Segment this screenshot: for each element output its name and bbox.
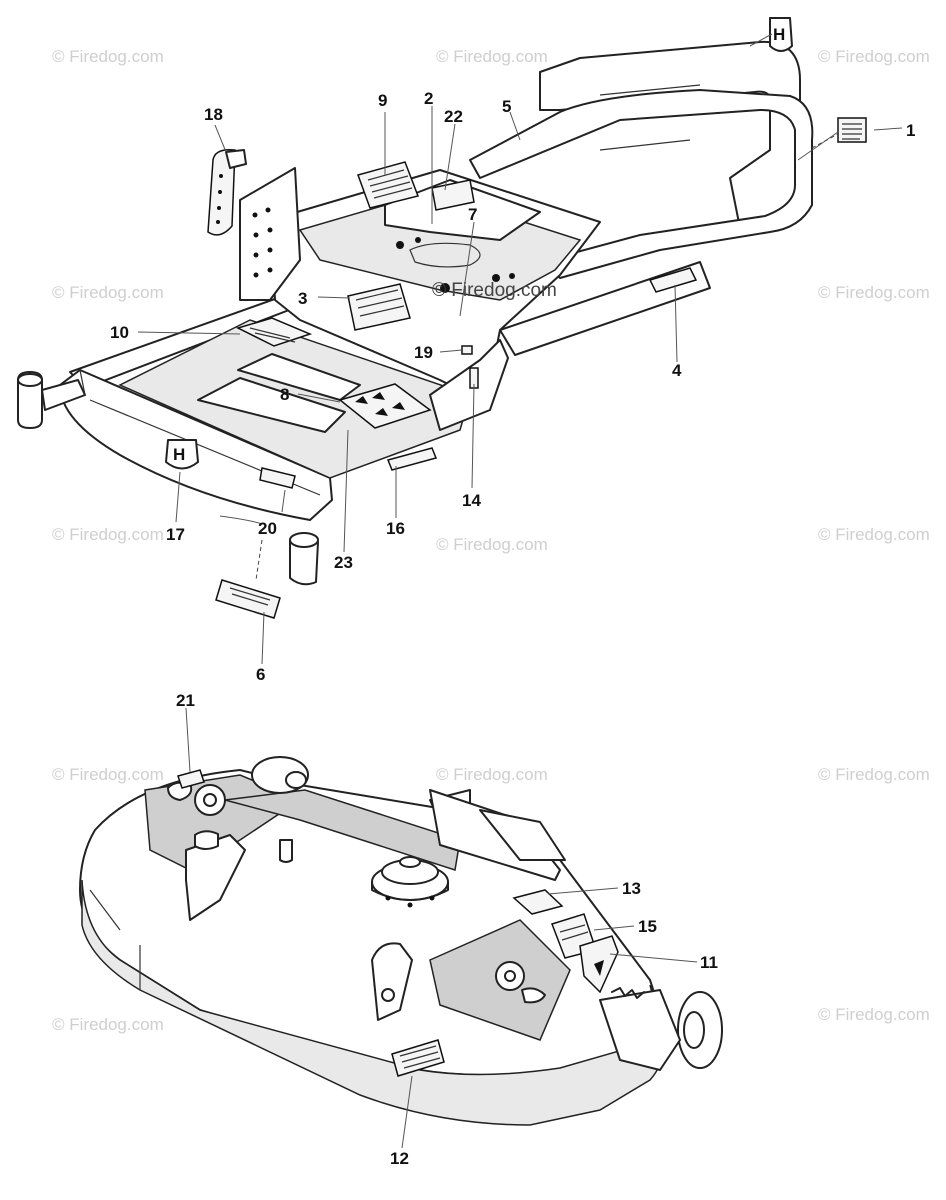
callout-8: 8 — [280, 385, 289, 404]
watermark: © Firedog.com — [818, 283, 930, 302]
callout-19: 19 — [414, 343, 433, 362]
watermark: © Firedog.com — [52, 1015, 164, 1034]
watermark: © Firedog.com — [436, 47, 548, 66]
callout-5: 5 — [502, 97, 511, 116]
decals-upper — [207, 117, 867, 619]
callout-13: 13 — [622, 879, 641, 898]
callout-4: 4 — [672, 361, 682, 380]
callout-14: 14 — [462, 491, 481, 510]
watermark: © Firedog.com — [52, 283, 164, 302]
watermark: © Firedog.com — [818, 47, 930, 66]
callout-20: 20 — [258, 519, 277, 538]
svg-text:H: H — [773, 25, 785, 44]
watermark: © Firedog.com — [52, 525, 164, 544]
callout-21: 21 — [176, 691, 195, 710]
watermarks: © Firedog.com © Firedog.com © Firedog.co… — [52, 47, 930, 1034]
deck-wheel-rear — [251, 756, 309, 794]
callout-22: 22 — [444, 107, 463, 126]
watermark: © Firedog.com — [818, 1005, 930, 1024]
logo-emblem-front: H — [165, 439, 199, 470]
mower-frame — [17, 40, 814, 586]
callout-3: 3 — [298, 289, 307, 308]
callout-9: 9 — [378, 91, 387, 110]
deck-wheel-front — [677, 991, 723, 1069]
watermark: © Firedog.com — [818, 765, 930, 784]
callout-1: 1 — [906, 121, 915, 140]
callout-11: 11 — [700, 953, 718, 972]
mower-deck — [79, 756, 723, 1126]
callout-10: 10 — [110, 323, 129, 342]
callout-18: 18 — [204, 105, 223, 124]
callout-7: 7 — [468, 205, 477, 224]
callout-23: 23 — [334, 553, 353, 572]
callout-12: 12 — [390, 1149, 409, 1168]
decals-deck — [177, 769, 619, 1077]
watermark: © Firedog.com — [436, 535, 548, 554]
center-watermark: © Firedog.com — [432, 280, 557, 301]
callout-15: 15 — [638, 917, 657, 936]
leader-lines — [137, 33, 903, 1149]
callout-17: 17 — [166, 525, 185, 544]
callout-numbers: 1 2 3 4 5 6 7 8 9 10 11 12 13 14 15 16 1… — [110, 89, 915, 1168]
watermark: © Firedog.com — [818, 525, 930, 544]
logo-emblem-rear: H — [769, 17, 793, 52]
watermark: © Firedog.com — [52, 47, 164, 66]
callout-6: 6 — [256, 665, 265, 684]
svg-text:H: H — [173, 445, 185, 464]
callout-2: 2 — [424, 89, 433, 108]
watermark: © Firedog.com — [52, 765, 164, 784]
callout-16: 16 — [386, 519, 405, 538]
watermark: © Firedog.com — [436, 765, 548, 784]
